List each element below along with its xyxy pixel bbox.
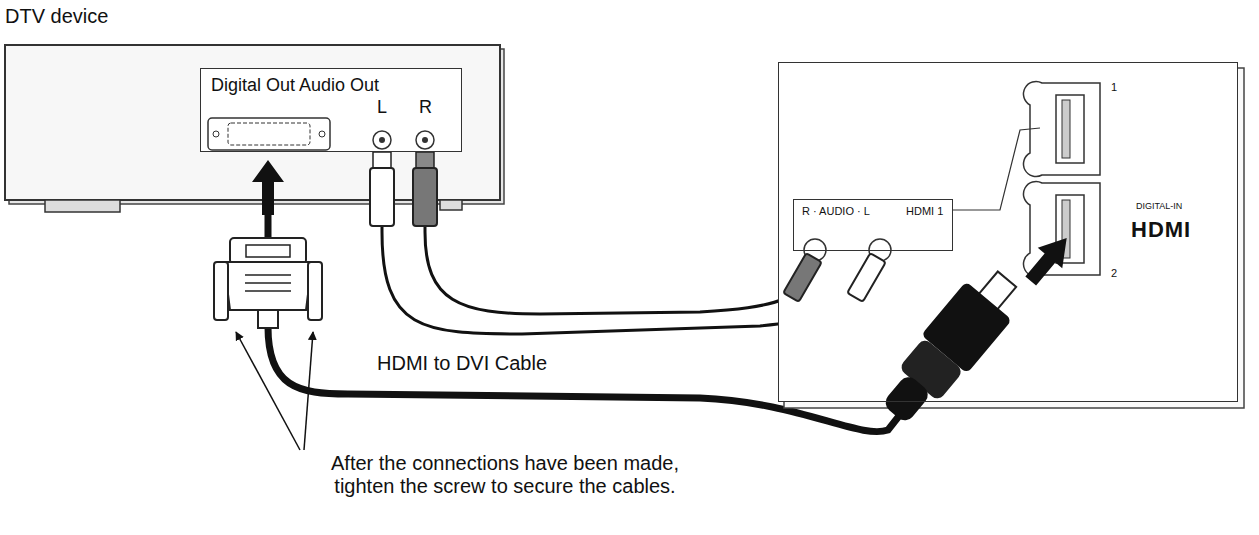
- node-text: DIGITAL-IN: [1136, 201, 1182, 211]
- panel-ground: [200, 68, 462, 152]
- rca-plug-red: [783, 253, 822, 302]
- dvi-plug-grip: [245, 274, 291, 276]
- node-text: 2: [1111, 267, 1117, 280]
- insert-arrow: [1018, 228, 1079, 291]
- leader-line: [304, 332, 313, 450]
- dvi-pins: [228, 123, 310, 145]
- tv-panel: 1 2 DIGITAL-IN HDMI R · AUDIO · L HDMI 1: [778, 62, 1238, 402]
- hdmi-port: [1062, 100, 1070, 158]
- cable-label: HDMI to DVI Cable: [375, 352, 549, 375]
- tv-panel-ground: [778, 62, 1238, 402]
- dvi-port: [208, 118, 330, 150]
- node-text: R: [419, 97, 432, 118]
- node-text: HDMI: [1131, 217, 1191, 242]
- rca-plug-white: [370, 168, 394, 226]
- rca-jack: [416, 131, 434, 149]
- rca-plug-white: [847, 253, 886, 302]
- dvi-plug-head: [246, 245, 290, 257]
- audio-input-box: R · AUDIO · L HDMI 1: [793, 199, 953, 251]
- node-text: Digital Out Audio Out: [211, 75, 379, 96]
- rca-plug-white: [373, 152, 391, 168]
- port-link-line: [952, 128, 1040, 210]
- rca-plug-red: [416, 152, 434, 168]
- leader-line: [236, 332, 300, 450]
- output-panel: Digital Out Audio OutL R: [200, 68, 462, 152]
- node-text: R · AUDIO · L: [802, 205, 870, 218]
- rca-plug-red: [413, 168, 437, 226]
- device-foot: [45, 200, 120, 212]
- device-foot: [440, 200, 462, 210]
- dvi-plug-grip: [245, 282, 291, 284]
- rca-jack: [379, 137, 385, 143]
- dvi-plug-grip: [245, 290, 291, 292]
- node-text: DTV device: [5, 5, 108, 28]
- dvi-strain-relief: [258, 310, 278, 328]
- rca-jack: [373, 131, 391, 149]
- dvi-thumbscrew: [308, 262, 322, 320]
- dvi-plug-head: [230, 238, 306, 264]
- dvi-thumbscrew: [214, 262, 228, 320]
- dvi-screw-hole: [319, 131, 325, 137]
- device-box: DTV deviceDigital Out Audio OutLR: [5, 45, 500, 200]
- note-text: After the connections have been made, ti…: [310, 452, 700, 498]
- dvi-screw-hole: [213, 131, 219, 137]
- hdmi-plug: [871, 260, 1030, 433]
- node-text: 1: [1111, 81, 1117, 94]
- node-text: HDMI 1: [906, 205, 943, 218]
- node-text: L: [377, 97, 387, 118]
- insert-arrow: [252, 160, 284, 215]
- hdmi-port: [1056, 95, 1084, 163]
- dvi-plug-body: [224, 262, 312, 310]
- rca-jack: [422, 137, 428, 143]
